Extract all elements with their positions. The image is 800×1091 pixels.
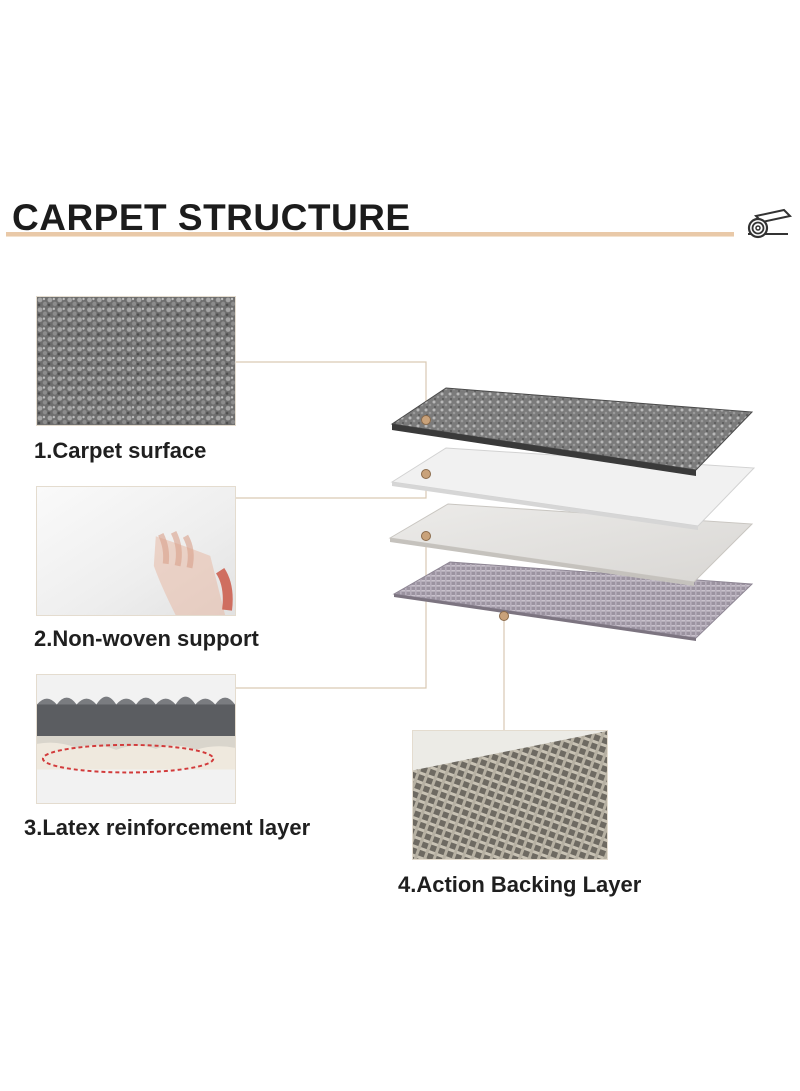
layer-label-action-backing: 4.Action Backing Layer xyxy=(398,872,642,897)
leader-line-latex-reinforcement xyxy=(236,536,427,689)
marker-latex-reinforcement xyxy=(421,531,431,541)
leader-line-non-woven-support xyxy=(236,474,427,499)
page-title: CARPET STRUCTURE xyxy=(12,197,411,238)
layer-label-carpet-surface: 1.Carpet surface xyxy=(34,438,207,463)
stack-layer-carpet-surface xyxy=(390,387,754,471)
marker-carpet-surface xyxy=(421,415,431,425)
latex-reinforcement-photo xyxy=(36,674,236,804)
layer-label-non-woven-support: 2.Non-woven support xyxy=(34,626,259,651)
marker-non-woven-support xyxy=(421,469,431,479)
marker-action-backing xyxy=(499,611,509,621)
carpet-surface-photo xyxy=(36,296,236,426)
layer-label-latex-reinforcement: 3.Latex reinforcement layer xyxy=(24,815,311,840)
leader-line-carpet-surface xyxy=(236,361,427,418)
stack-layer-latex xyxy=(388,503,754,583)
stack-layer-non-woven xyxy=(390,447,756,527)
stack-layer-action-backing xyxy=(392,561,754,639)
action-backing-photo xyxy=(412,730,608,860)
title-underline xyxy=(6,232,734,237)
non-woven-support-photo xyxy=(36,486,236,616)
carpet-roll-icon xyxy=(747,208,793,239)
